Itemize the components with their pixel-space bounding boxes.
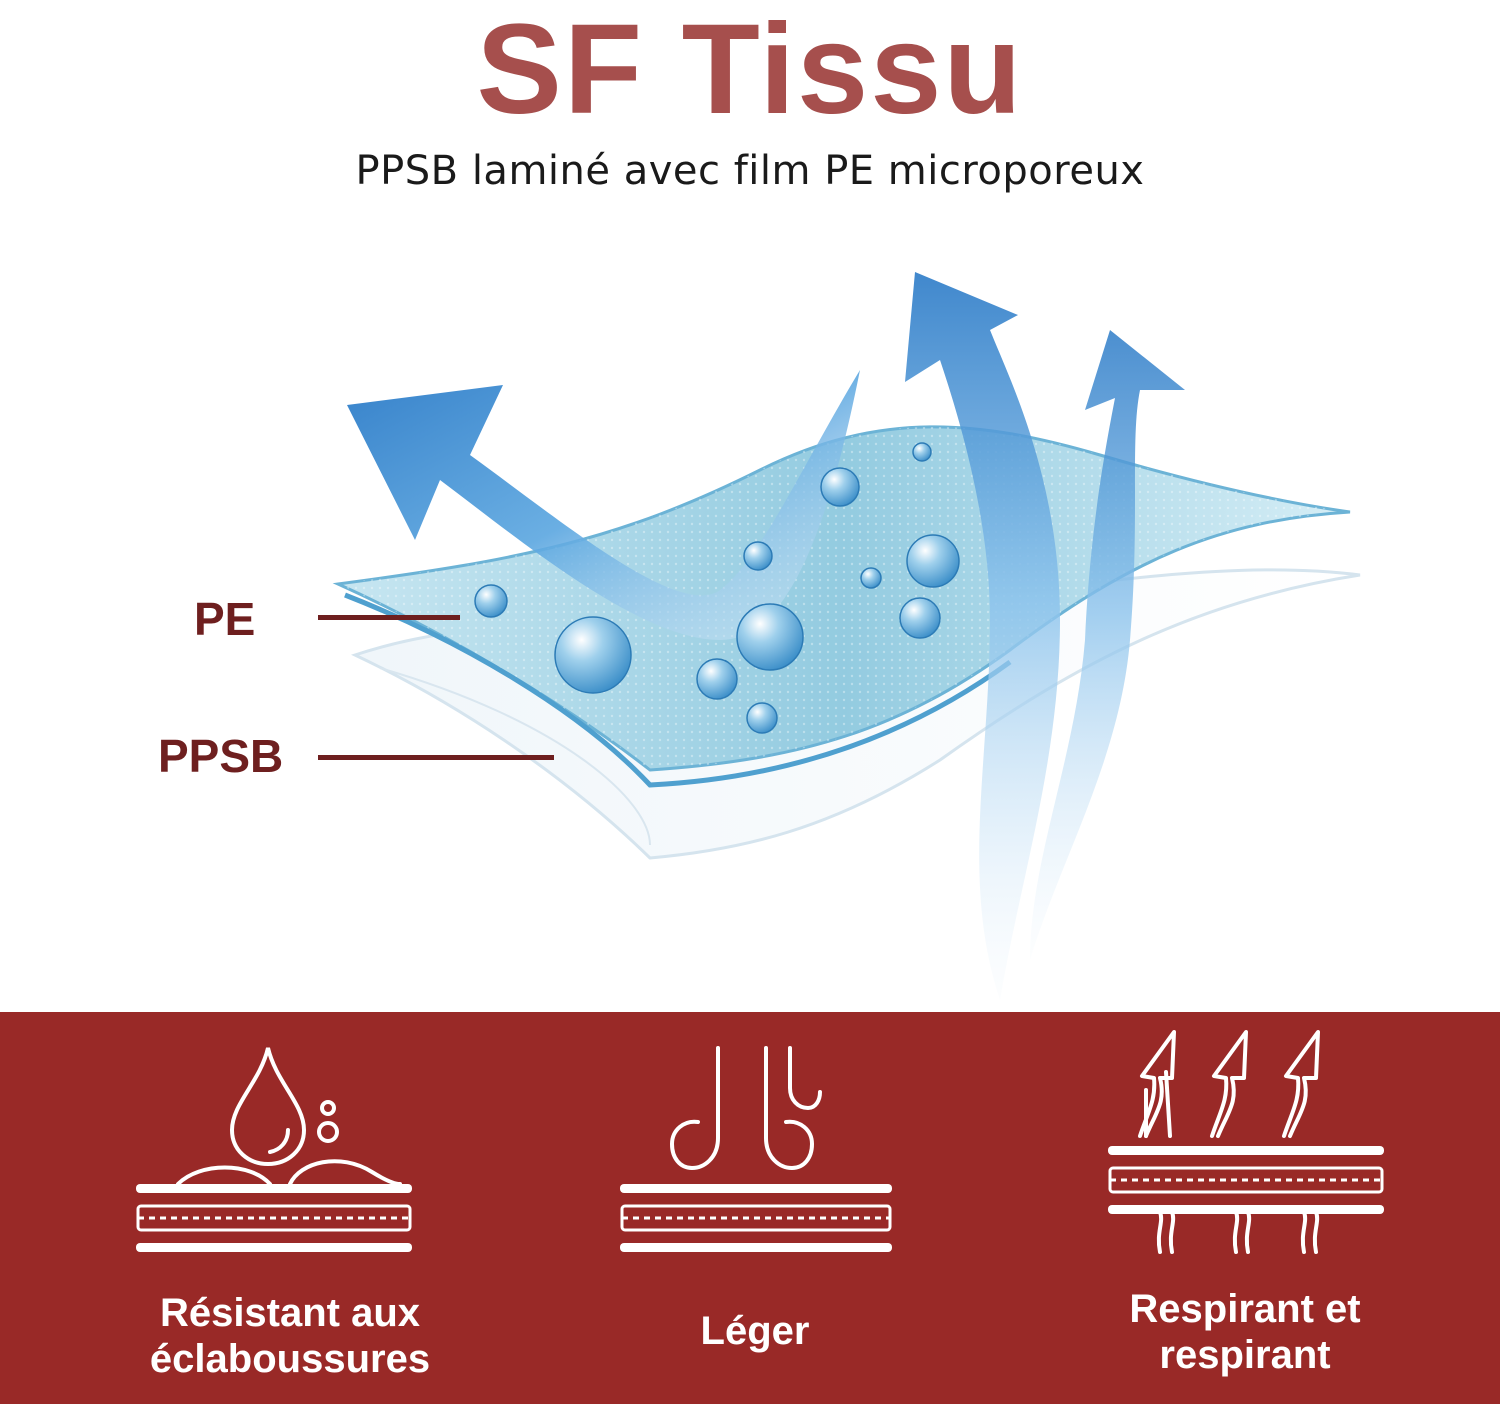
- feature-label-line1: Respirant et: [1129, 1287, 1361, 1331]
- water-droplets: [474, 442, 960, 734]
- ppsb-layer-label: PPSB: [158, 730, 284, 782]
- features-band: Résistant aux éclaboussures Léger: [0, 1012, 1500, 1404]
- left-arrow: [347, 370, 860, 640]
- water-drop-splash-icon: [136, 1047, 412, 1252]
- feather-light-icon: [620, 1046, 892, 1252]
- pe-leader-line: [318, 615, 460, 620]
- ppsb-leader-line: [318, 755, 554, 760]
- feature-breathable: Respirant et respirant: [1090, 1012, 1400, 1404]
- middle-arrow: [905, 272, 1060, 1000]
- page-title: SF Tissu: [476, 0, 1024, 141]
- breathable-arrows-icon: [1108, 1030, 1384, 1254]
- page-subtitle: PPSB laminé avec film PE microporeux: [355, 148, 1145, 194]
- feature-label-line1: Léger: [700, 1309, 810, 1353]
- feature-label-line2: éclaboussures: [149, 1337, 431, 1381]
- feature-label-line1: Résistant aux: [159, 1291, 421, 1335]
- fabric-illustration: [332, 272, 1361, 1000]
- right-arrow: [1030, 330, 1185, 960]
- feature-label-line2: respirant: [1159, 1333, 1331, 1377]
- pe-layer-label: PE: [194, 593, 256, 645]
- feature-splash-resistant: Résistant aux éclaboussures: [110, 1012, 470, 1404]
- feature-light: Léger: [600, 1012, 910, 1404]
